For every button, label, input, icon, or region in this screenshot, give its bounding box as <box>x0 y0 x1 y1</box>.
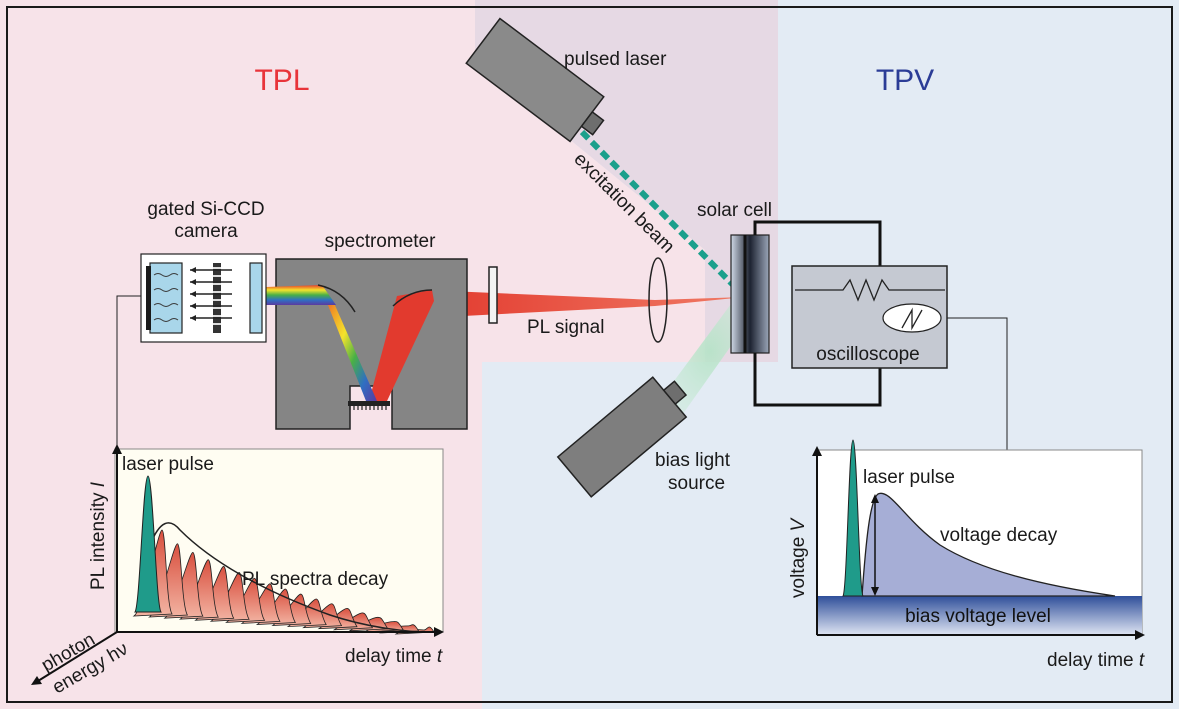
solar-cell <box>730 234 770 354</box>
dispersed-beam-out <box>266 285 336 305</box>
pl-signal-beam <box>425 290 745 318</box>
tpl-title: TPL <box>254 64 309 97</box>
tpv-x-label: delay time t <box>1047 650 1145 671</box>
bias-voltage-band <box>817 596 1142 635</box>
mirror-left <box>317 284 356 313</box>
scope-connector <box>947 317 1008 450</box>
pulsed-laser-label: pulsed laser <box>564 49 667 70</box>
oscilloscope-label: oscilloscope <box>816 344 920 365</box>
tpv-y-label: voltage V <box>788 516 809 598</box>
filter-plate <box>488 266 498 324</box>
tpv-laser-pulse <box>842 439 864 597</box>
excitation-beam <box>579 129 748 300</box>
sawtooth-icon <box>901 307 923 331</box>
outer-frame <box>6 6 1173 703</box>
camera-label-2: camera <box>174 221 238 242</box>
tpl-x-label: delay time t <box>345 646 443 667</box>
pulsed-laser <box>465 17 605 143</box>
tpl-laser-pulse <box>134 475 162 613</box>
tpv-title: TPV <box>876 64 934 97</box>
pl-beam-internal <box>369 290 434 401</box>
circuit-wire-top <box>753 220 882 266</box>
solar-cell-label: solar cell <box>697 200 772 221</box>
tpv-laser-pulse-label: laser pulse <box>863 467 955 488</box>
bias-light-source <box>556 376 688 498</box>
bias-light-label-2: source <box>668 473 725 494</box>
circuit-wire-bottom <box>753 353 882 407</box>
dispersed-beam <box>322 290 377 401</box>
camera-connector <box>116 295 141 450</box>
camera-label-1: gated Si-CCD <box>147 199 264 220</box>
gated-ccd-camera <box>140 253 267 343</box>
bias-light-label-1: bias light <box>655 450 731 471</box>
lens <box>648 257 668 343</box>
pl-envelope <box>149 522 421 633</box>
tpv-bias-label: bias voltage level <box>905 606 1051 627</box>
grating <box>348 401 390 406</box>
pl-signal-label: PL signal <box>527 317 604 338</box>
tpl-z-axis <box>37 631 118 682</box>
resistor-trace <box>795 278 945 302</box>
tpv-decay-label: voltage decay <box>940 525 1058 546</box>
voltage-decay-curve <box>861 492 1116 597</box>
spectrometer-label: spectrometer <box>325 231 437 252</box>
tpl-laser-pulse-label: laser pulse <box>122 454 214 475</box>
tpl-spectra-label: PL spectra decay <box>242 569 389 590</box>
tpl-y-label: PL intensity I <box>88 481 109 590</box>
mirror-right <box>392 289 433 307</box>
